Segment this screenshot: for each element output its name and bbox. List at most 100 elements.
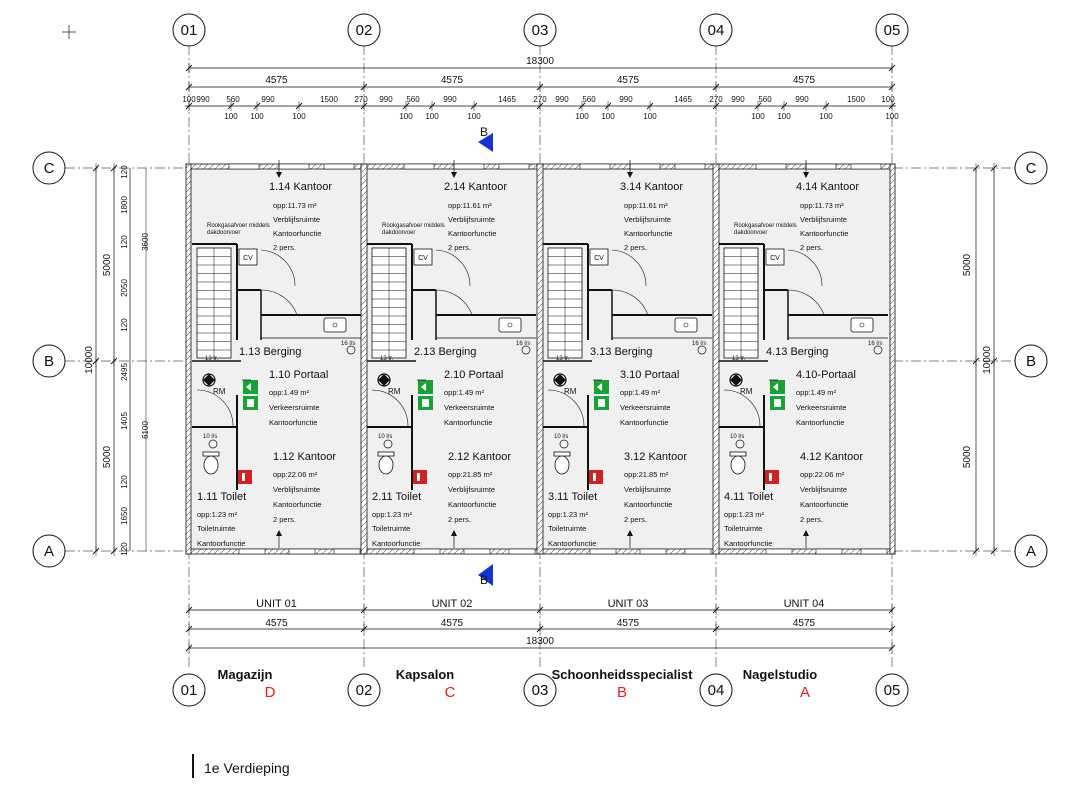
dim-detail-small: 100	[751, 112, 765, 121]
room-function-verblijf: Verblijfsruimte	[273, 215, 320, 224]
dim-detail-small: 100	[292, 112, 306, 121]
room-area-kantoor-bottom: opp:22.06 m²	[273, 470, 318, 479]
exit-arrow-icon	[421, 383, 426, 391]
smoke-detector-mark-icon	[378, 374, 390, 386]
room-area-kantoor-top: opp:11.61 m²	[448, 201, 492, 210]
fire-extinguisher-body-icon	[593, 473, 596, 481]
dim-detail-top: 990	[196, 95, 210, 104]
room-function-toilet: Toiletruimte	[548, 524, 586, 533]
room-name-toilet: 2.11 Toilet	[372, 491, 421, 503]
room-function-kantoor: Kantoorfunctie	[372, 539, 420, 548]
dim-detail-top: 560	[226, 95, 240, 104]
vent-valve-icon	[735, 439, 745, 449]
room-area-kantoor-bottom: opp:22.06 m²	[800, 470, 845, 479]
door-swing	[787, 289, 825, 316]
room-name-toilet: 3.11 Toilet	[548, 491, 597, 503]
room-name-kantoor-bottom: 2.12 Kantoor	[448, 451, 511, 463]
dim-unit-top: 4575	[265, 75, 288, 86]
room-persons: 2 pers.	[273, 243, 296, 252]
dim-detail-top: 270	[709, 95, 723, 104]
staircase	[547, 247, 583, 359]
room-persons: 2 pers.	[800, 243, 823, 252]
room-function-kantoor: Kantoorfunctie	[448, 229, 496, 238]
door-swing	[196, 389, 234, 427]
dim-left-chain: 6100	[141, 421, 150, 439]
vent-label-16: 16 l/s	[868, 341, 882, 347]
room-area-toilet: opp:1.23 m²	[197, 510, 238, 519]
axis-bubble-bottom-03-circle	[523, 673, 557, 707]
dim-detail-small: 100	[819, 112, 833, 121]
window-top	[228, 163, 260, 170]
unit-label-4: UNIT 04	[784, 598, 825, 610]
exit-arrow-icon	[246, 383, 251, 391]
vent-label-10: 10 l/s	[378, 434, 392, 440]
sink-icon	[323, 317, 347, 333]
dim-detail-top: 990	[379, 95, 393, 104]
axis-bubble-left-A-circle	[32, 534, 66, 568]
room-name-portaal: 2.10 Portaal	[444, 369, 503, 381]
axis-bubble-top-01: 01	[181, 22, 198, 39]
dim-unit-bottom: 4575	[265, 618, 288, 629]
exit-door-icon	[598, 399, 605, 407]
dim-5000-right-bottom: 5000	[962, 445, 973, 468]
window-top	[674, 163, 706, 170]
window-top	[805, 163, 837, 170]
room-function-verblijf: Verblijfsruimte	[624, 485, 671, 494]
dim-unit-top: 4575	[617, 75, 640, 86]
dim-10000-left: 10000	[84, 346, 95, 374]
window-bottom	[589, 548, 617, 555]
arrow-head-bottom	[451, 530, 457, 536]
door-swing	[371, 389, 409, 427]
room-function-kantoor: Kantoorfunctie	[796, 418, 844, 427]
axis-bubble-bottom-03: 03	[532, 682, 549, 699]
room-function-verblijf: Verblijfsruimte	[800, 485, 847, 494]
staircase	[371, 247, 407, 359]
dim-detail-small: 100	[575, 112, 589, 121]
dim-overall-bottom: 18300	[526, 636, 554, 647]
fire-extinguisher-body-icon	[769, 473, 772, 481]
exit-arrow-icon	[773, 383, 778, 391]
dim-detail-top: 990	[261, 95, 275, 104]
cv-label: CV	[418, 255, 428, 262]
room-function-kantoor: Kantoorfunctie	[548, 539, 596, 548]
window-bottom	[508, 548, 536, 555]
section-marker-top-label: B	[480, 125, 488, 139]
room-persons: 2 pers.	[624, 243, 647, 252]
room-function-kantoor: Kantoorfunctie	[800, 500, 848, 509]
room-function-verkeer: Verkeersruimte	[444, 403, 494, 412]
floor-title: 1e Verdieping	[204, 760, 290, 776]
door-swing	[787, 249, 823, 287]
room-name-berging: 3.13 Berging	[590, 346, 652, 358]
room-name-berging: 1.13 Berging	[239, 346, 301, 358]
axis-bubble-right-C: C	[1026, 160, 1037, 177]
unit-use-name-3: Schoonheidsspecialist	[552, 667, 694, 682]
dim-left-chain: 120	[120, 475, 129, 489]
arrow-head-top	[451, 172, 457, 178]
room-area-kantoor-bottom: opp:21.85 m²	[448, 470, 493, 479]
room-function-kantoor: Kantoorfunctie	[620, 418, 668, 427]
dim-detail-small: 100	[885, 112, 899, 121]
dim-5000-left: 5000	[102, 253, 113, 276]
window-bottom	[860, 548, 888, 555]
unit-use-name-2: Kapsalon	[396, 667, 455, 682]
unit-use-letter-4: A	[800, 684, 810, 701]
dim-detail-top: 100	[182, 95, 196, 104]
fire-extinguisher-body-icon	[242, 473, 245, 481]
room-function-kantoor: Kantoorfunctie	[269, 418, 317, 427]
sink-drain-icon	[859, 322, 865, 328]
room-function-verblijf: Verblijfsruimte	[800, 215, 847, 224]
cv-box	[238, 248, 258, 266]
dim-detail-small: 100	[643, 112, 657, 121]
toilet-tank-icon	[202, 451, 220, 457]
room-area-kantoor-bottom: opp:21.85 m²	[624, 470, 669, 479]
window-bottom	[639, 548, 667, 555]
axis-bubble-left-B: B	[44, 353, 54, 370]
axis-bubble-right-A: A	[1026, 543, 1036, 560]
room-function-kantoor: Kantoorfunctie	[273, 500, 321, 509]
room-name-portaal: 3.10 Portaal	[620, 369, 679, 381]
cv-label: CV	[243, 255, 253, 262]
dim-left-chain: 2050	[120, 279, 129, 297]
window-bottom	[288, 548, 316, 555]
